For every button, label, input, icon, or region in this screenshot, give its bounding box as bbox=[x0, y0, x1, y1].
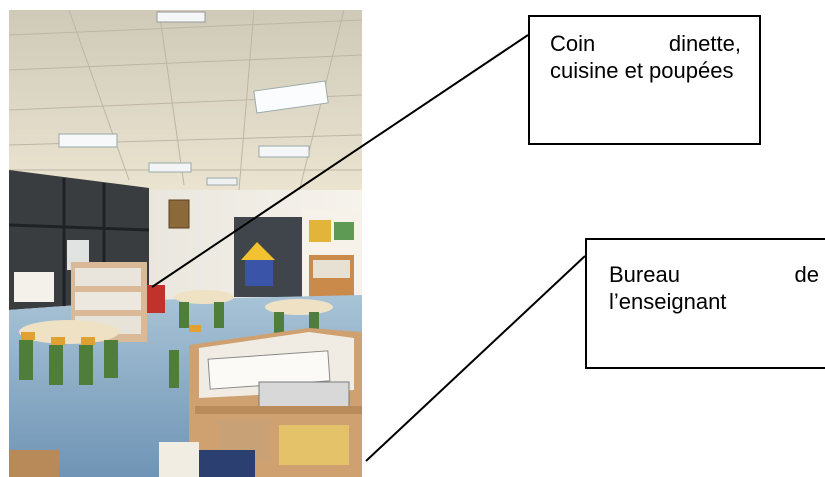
callout-bureau: Bureau de l’enseignant bbox=[585, 238, 825, 369]
callout-dinette: Coin dinette, cuisine et poupées bbox=[528, 15, 761, 145]
leader-line-bureau bbox=[365, 255, 586, 462]
classroom-photo bbox=[9, 10, 362, 477]
ceiling bbox=[9, 10, 362, 200]
doorway bbox=[234, 217, 302, 297]
foreground-table bbox=[9, 450, 59, 477]
callout-bureau-text: Bureau de l’enseignant bbox=[609, 262, 819, 314]
tables bbox=[19, 290, 333, 388]
display-board bbox=[302, 210, 362, 305]
callout-dinette-text: Coin dinette, cuisine et poupées bbox=[550, 31, 741, 83]
teacher-desk bbox=[159, 328, 362, 477]
wall-frame bbox=[168, 199, 190, 229]
